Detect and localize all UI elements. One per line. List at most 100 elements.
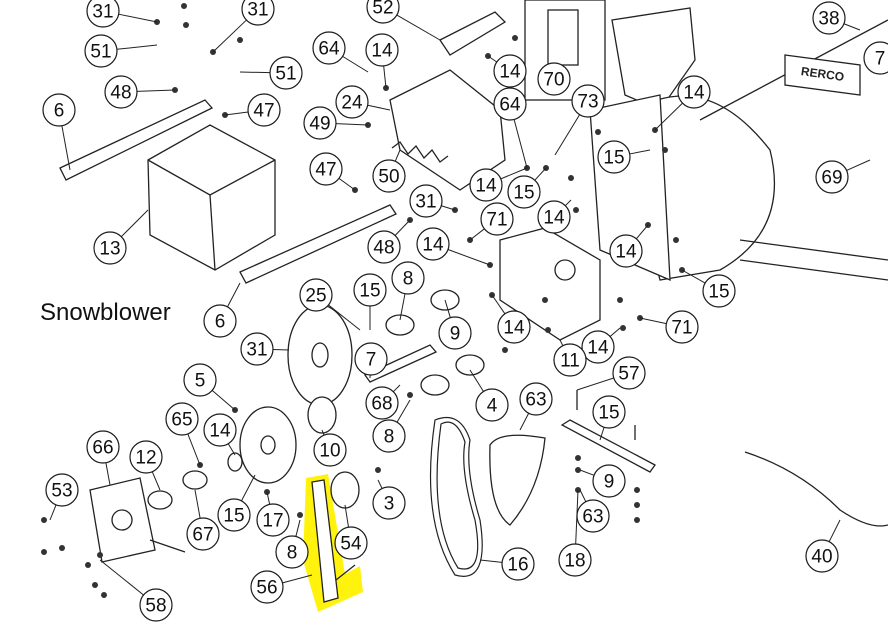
leader-line <box>282 574 313 584</box>
leader-line <box>240 474 256 502</box>
callout-3: 3 <box>372 486 406 520</box>
leader-line <box>151 471 161 491</box>
callout-number: 31 <box>246 340 267 361</box>
callout-circle <box>42 93 76 127</box>
leader-line <box>576 377 614 391</box>
leader-line <box>579 469 595 476</box>
callout-number: 8 <box>384 427 395 448</box>
callout-63: 63 <box>519 382 553 416</box>
leader-line <box>447 249 491 266</box>
callout-18: 18 <box>558 543 592 577</box>
leader-line <box>629 149 651 155</box>
callout-14: 14 <box>581 330 615 364</box>
callout-circle <box>269 56 303 90</box>
callout-64: 64 <box>493 87 527 121</box>
callout-number: 7 <box>875 49 886 70</box>
callout-64: 64 <box>312 31 346 65</box>
leader-line <box>328 304 361 331</box>
leader-line <box>394 219 411 236</box>
callout-66: 66 <box>86 430 120 464</box>
leader-line <box>846 159 871 171</box>
callout-number: 14 <box>475 176 497 197</box>
callout-73: 73 <box>571 84 605 118</box>
leader-line <box>321 429 325 436</box>
callout-circle <box>203 413 237 447</box>
callout-4: 4 <box>475 388 509 422</box>
callout-31: 31 <box>86 0 120 28</box>
callout-10: 10 <box>313 433 347 467</box>
leader-line <box>444 299 451 318</box>
callout-number: 14 <box>371 41 393 62</box>
callout-circle <box>275 535 309 569</box>
callout-circle <box>45 473 79 507</box>
callout-11: 11 <box>553 343 587 377</box>
callout-number: 17 <box>262 511 283 532</box>
parts-linework <box>59 0 888 603</box>
callout-circle <box>493 87 527 121</box>
callout-number: 66 <box>92 438 113 459</box>
callout-31: 31 <box>240 332 274 366</box>
callout-circle <box>592 395 626 429</box>
callout-circle <box>501 547 535 581</box>
callout-number: 13 <box>99 239 120 260</box>
callout-13: 13 <box>93 231 127 265</box>
callout-number: 14 <box>422 235 444 256</box>
callout-47: 47 <box>247 93 281 127</box>
callout-number: 65 <box>171 410 192 431</box>
leader-line <box>187 433 201 466</box>
callout-number: 18 <box>564 551 585 572</box>
leader-line <box>441 205 456 211</box>
leader-line <box>513 119 528 169</box>
callout-number: 3 <box>384 494 395 515</box>
callout-circle <box>312 31 346 65</box>
leader-line <box>342 55 369 73</box>
callout-number: 6 <box>54 101 65 122</box>
callout-number: 24 <box>341 93 363 114</box>
callout-number: 50 <box>378 167 399 188</box>
callout-circle <box>303 106 337 140</box>
callout-circle <box>372 159 406 193</box>
callout-number: 68 <box>371 394 392 415</box>
callout-number: 63 <box>525 390 546 411</box>
callout-circle <box>537 62 571 96</box>
callout-circle <box>497 310 531 344</box>
leader-line <box>49 504 57 521</box>
callout-48: 48 <box>104 75 138 109</box>
callout-number: 15 <box>223 506 244 527</box>
callout-47: 47 <box>309 152 343 186</box>
callout-number: 8 <box>287 543 298 564</box>
callout-51: 51 <box>84 34 118 68</box>
callout-circle <box>354 342 388 376</box>
callout-circle <box>702 274 736 308</box>
callout-12: 12 <box>129 440 163 474</box>
leader-line <box>377 479 383 489</box>
leader-line <box>211 390 236 411</box>
callout-circle <box>203 304 237 338</box>
callout-number: 38 <box>818 9 839 30</box>
callout-number: 71 <box>671 318 692 339</box>
callout-circle <box>553 343 587 377</box>
callout-number: 15 <box>359 281 380 302</box>
callout-circle <box>558 543 592 577</box>
leader-line <box>383 65 387 89</box>
callout-63: 63 <box>576 499 610 533</box>
callout-number: 53 <box>51 481 72 502</box>
callout-circle <box>372 486 406 520</box>
callout-circle <box>186 517 220 551</box>
callout-number: 12 <box>135 448 156 469</box>
callout-number: 14 <box>503 318 525 339</box>
callout-number: 49 <box>309 114 330 135</box>
callout-circle <box>665 310 699 344</box>
callout-number: 10 <box>319 441 340 462</box>
callout-number: 14 <box>209 421 231 442</box>
callout-48: 48 <box>367 230 401 264</box>
callout-circle <box>571 84 605 118</box>
callout-number: 15 <box>708 282 729 303</box>
leader-line <box>396 14 441 41</box>
callout-14: 14 <box>497 310 531 344</box>
callout-circle <box>84 34 118 68</box>
leader-line <box>120 209 149 238</box>
callout-number: 9 <box>604 472 615 493</box>
callout-number: 25 <box>305 286 326 307</box>
callout-number: 70 <box>543 70 564 91</box>
